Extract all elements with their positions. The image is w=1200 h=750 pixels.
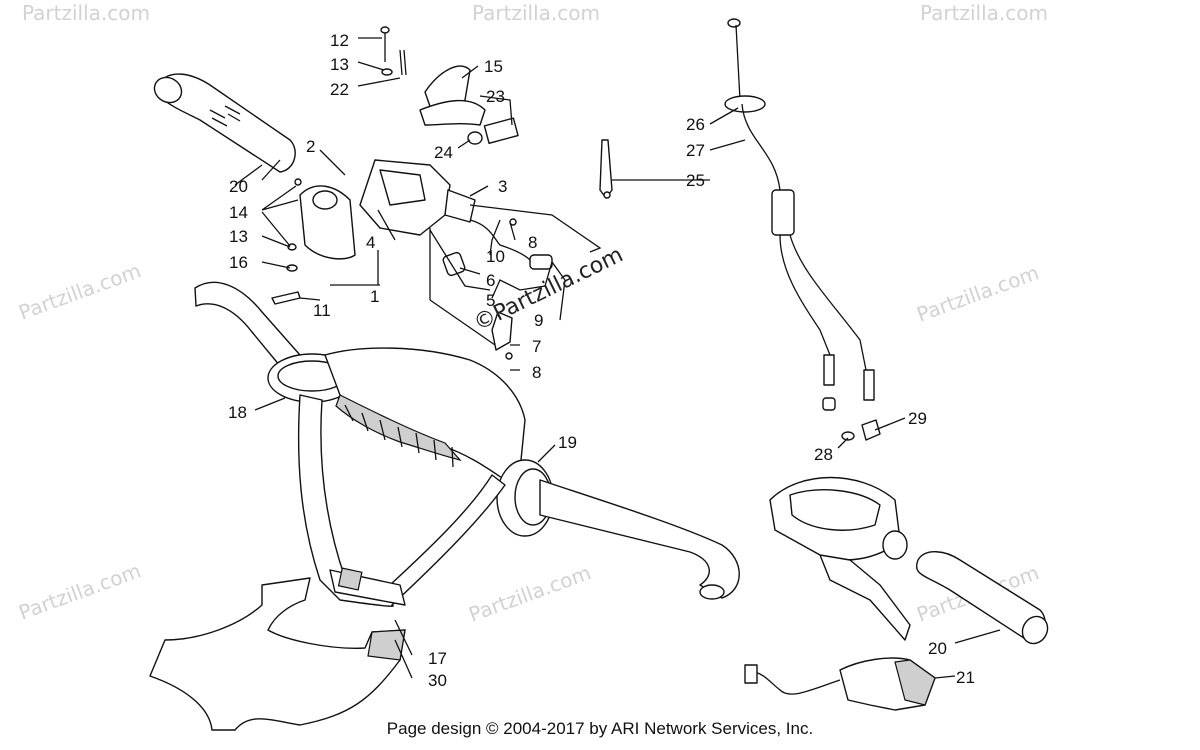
callout-25: 25 [686,171,705,190]
watermark-text: Partzilla.com [22,1,150,25]
callout-26: 26 [686,115,705,134]
callout-13: 13 [229,227,248,246]
handlebar-pad [149,577,406,731]
throttle-lever [419,65,519,145]
callout-18: 18 [228,403,247,422]
callout-29: 29 [908,409,927,428]
page-footer: Page design © 2004-2017 by ARI Network S… [386,719,814,738]
callout-19: 19 [558,433,577,452]
handlebar [194,281,740,607]
grip-heater [744,657,936,711]
callout-16: 16 [229,253,248,272]
callout-28: 28 [814,445,833,464]
callout-2: 2 [306,137,315,156]
callout-8-bottom: 8 [532,363,541,382]
callout-5: 5 [486,291,495,310]
callout-21: 21 [956,668,975,687]
callout-17: 17 [428,649,447,668]
left-grip [153,73,296,173]
callout-9: 9 [534,311,543,330]
callout-20-left: 20 [229,177,248,196]
callout-27: 27 [686,141,705,160]
callout-11: 11 [313,301,331,320]
fasteners [271,26,613,360]
callout-14: 14 [229,203,248,222]
callout-3: 3 [498,177,507,196]
callout-labels: 12 13 22 15 23 24 2 20 14 13 16 4 1 11 3… [228,31,975,690]
watermark-text: Partzilla.com [16,258,144,324]
callout-24: 24 [434,143,453,162]
switch-housing [299,159,553,351]
callout-20-right: 20 [928,639,947,658]
callout-30: 30 [428,671,447,690]
callout-1: 1 [370,287,379,306]
callout-23: 23 [486,87,505,106]
callout-4: 4 [366,233,375,252]
brake-master-cylinder [769,476,911,641]
right-grip [915,551,1049,645]
watermark-text: Partzilla.com [472,1,600,25]
watermark-text: Partzilla.com [914,260,1042,326]
leader-lines [234,37,1001,679]
callout-6: 6 [486,271,495,290]
throttle-cable [724,18,881,441]
callout-10: 10 [486,247,505,266]
watermark-text: Partzilla.com [466,560,594,626]
callout-12: 12 [330,31,349,50]
callout-22: 22 [330,80,349,99]
callout-7: 7 [532,337,541,356]
callout-15: 15 [484,57,503,76]
callout-13: 13 [330,55,349,74]
watermark-text: Partzilla.com [16,558,144,624]
watermark-text: Partzilla.com [920,1,1048,25]
callout-8-top: 8 [528,233,537,252]
